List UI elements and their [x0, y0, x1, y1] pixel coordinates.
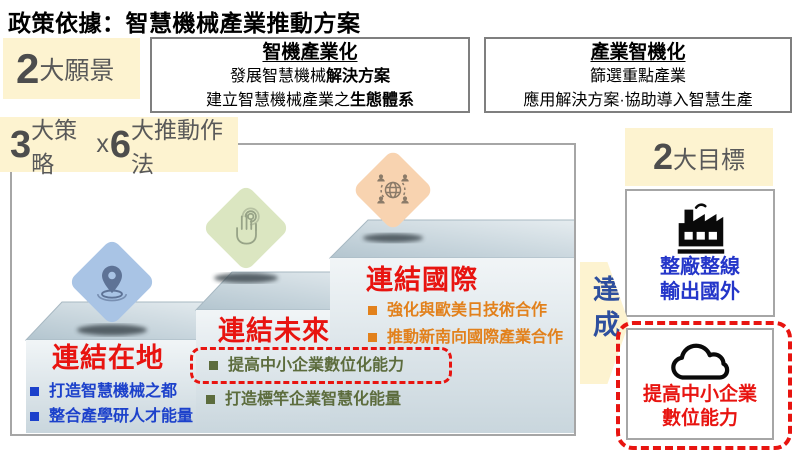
strategies-badge: 3 大策略 x 6 大推動作法: [0, 117, 238, 177]
bullet-square-icon: [206, 395, 215, 404]
bullet-square-icon: [209, 361, 218, 370]
step2-diamond: [202, 184, 290, 272]
step2-bullet: 打造標竿企業智慧化能量: [206, 389, 401, 410]
step3-bullet: 強化與歐美日技術合作: [368, 300, 547, 321]
vision-box-industry-smart: 產業智機化 篩選重點產業 應用解決方案·協助導入智慧生產: [484, 37, 792, 113]
action-label: 大推動作法: [130, 116, 223, 177]
highlighted-bullet-box: 提高中小企業數位化能力: [190, 347, 452, 384]
vision-box-line: 篩選重點產業: [589, 68, 686, 85]
vision-box-title: 智機產業化: [262, 42, 358, 63]
vision-box-line: 建立智慧機械產業之生態體系: [152, 89, 468, 113]
line-text: 建立智慧機械產業之: [205, 92, 350, 109]
line-text-bold: 解決方案: [326, 68, 391, 85]
line-text: 發展智慧機械: [229, 68, 326, 85]
line-text-bold: 生態體系: [350, 92, 415, 109]
strategy-label: 大策略: [31, 116, 78, 177]
bullet-square-icon: [30, 412, 39, 421]
bullet-square-icon: [368, 306, 377, 315]
vision-box-smart-machinery: 智機產業化 發展智慧機械解決方案 建立智慧機械產業之生態體系: [150, 37, 470, 113]
goal-text-line: 整廠整線: [660, 256, 740, 278]
step3-bullet: 推動新南向國際產業合作: [368, 327, 563, 348]
goal-box-sme-digital: 提高中小企業 數位能力: [626, 328, 774, 440]
visions-badge: 2 大願景: [3, 38, 140, 99]
goal-box-export: 整廠整線 輸出國外: [625, 189, 775, 317]
visions-label: 大願景: [39, 56, 115, 85]
vision-box-title: 產業智機化: [590, 42, 686, 63]
staircase-graphic: [24, 219, 574, 433]
step3-diamond: [351, 148, 435, 232]
bullet-text: 推動新南向國際產業合作: [387, 329, 564, 346]
goals-count: 2: [652, 136, 674, 177]
strategy-count: 3: [10, 123, 32, 166]
goals-badge: 2 大目標: [625, 128, 773, 186]
step1-bullet: 打造智慧機械之都: [30, 381, 177, 402]
bullet-text: 強化與歐美日技術合作: [387, 302, 548, 319]
cloud-icon: [671, 343, 730, 380]
goal-text-line: 提高中小企業: [642, 384, 757, 405]
visions-count: 2: [16, 44, 40, 92]
goals-label: 大目標: [673, 146, 746, 174]
goal-highlight-box: 提高中小企業 數位能力: [616, 321, 792, 450]
bullet-square-icon: [30, 387, 39, 396]
page-title: 政策依據：智慧機械產業推動方案: [8, 10, 361, 36]
vision-box-line: 發展智慧機械解決方案: [152, 65, 468, 89]
vision-box-line: 應用解決方案·協助導入智慧生產: [523, 92, 753, 109]
bullet-square-icon: [368, 333, 377, 342]
location-pin-icon: [96, 265, 128, 302]
bullet-text: 提高中小企業數位化能力: [228, 357, 405, 374]
step1-title: 連結在地: [52, 343, 164, 373]
bullet-text: 打造標竿企業智慧化能量: [225, 391, 402, 408]
factory-icon: [677, 203, 725, 254]
times-symbol: x: [96, 130, 109, 158]
bullet-text: 整合產學研人才能量: [49, 408, 194, 425]
goal-text-line: 輸出國外: [660, 281, 740, 303]
action-count: 6: [109, 123, 131, 166]
bullet-text: 打造智慧機械之都: [49, 383, 178, 400]
step1-bullet: 整合產學研人才能量: [30, 406, 193, 427]
achieve-label: 達成: [589, 275, 619, 345]
touch-hand-icon: [236, 207, 260, 245]
goal-text-line: 數位能力: [661, 408, 738, 429]
step2-title: 連結未來: [218, 316, 330, 346]
step2-bullet-highlighted: 提高中小企業數位化能力: [209, 355, 449, 376]
global-network-icon: [377, 174, 409, 204]
step1-diamond: [68, 238, 156, 326]
step3-title: 連結國際: [366, 265, 478, 295]
